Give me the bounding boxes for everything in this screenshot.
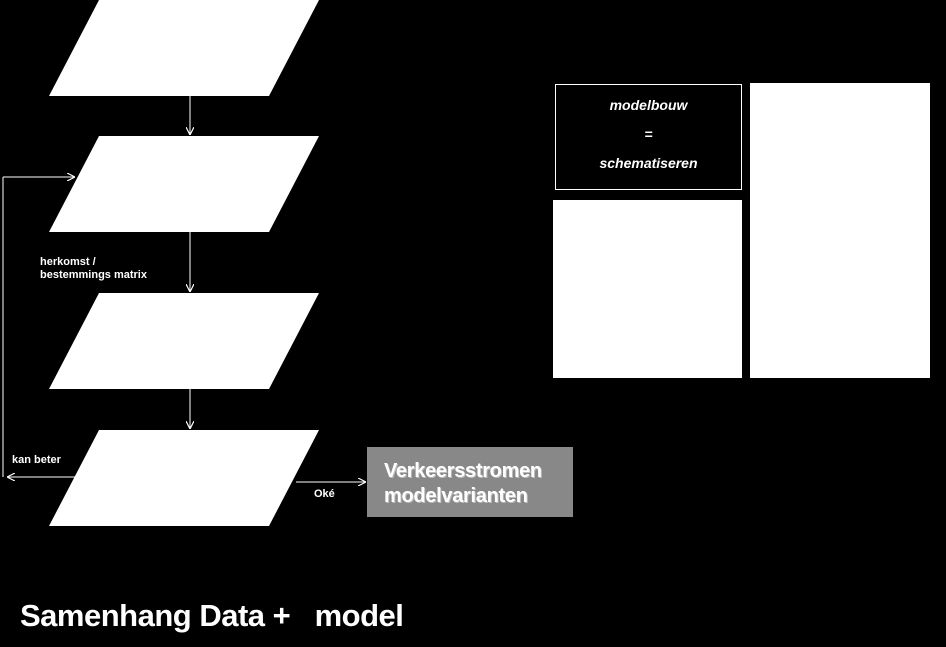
process-parallelogram-1: [49, 0, 319, 96]
od-matrix-label: herkomst / bestemmings matrix: [40, 256, 147, 282]
image-placeholder-left: [553, 200, 742, 378]
process-parallelogram-2: [49, 136, 319, 232]
kan-beter-label: kan beter: [12, 454, 61, 466]
modelbouw-line1: modelbouw: [609, 97, 688, 113]
result-box-line1: Verkeersstromen: [384, 460, 542, 482]
page-title: Samenhang Data + model: [20, 598, 404, 633]
od-matrix-label-line1: herkomst /: [40, 256, 96, 268]
modelbouw-line3: schematiseren: [599, 155, 698, 171]
modelbouw-box: modelbouw = schematiseren: [555, 84, 742, 190]
process-parallelogram-3: [49, 293, 319, 389]
oke-label: Oké: [314, 488, 335, 500]
image-placeholder-right: [750, 83, 930, 378]
od-matrix-label-line2: bestemmings matrix: [40, 269, 147, 281]
process-parallelogram-4: [49, 430, 319, 526]
result-box: Verkeersstromen modelvarianten: [367, 447, 573, 517]
modelbouw-line2: =: [644, 126, 653, 142]
result-box-line2: modelvarianten: [384, 485, 528, 507]
